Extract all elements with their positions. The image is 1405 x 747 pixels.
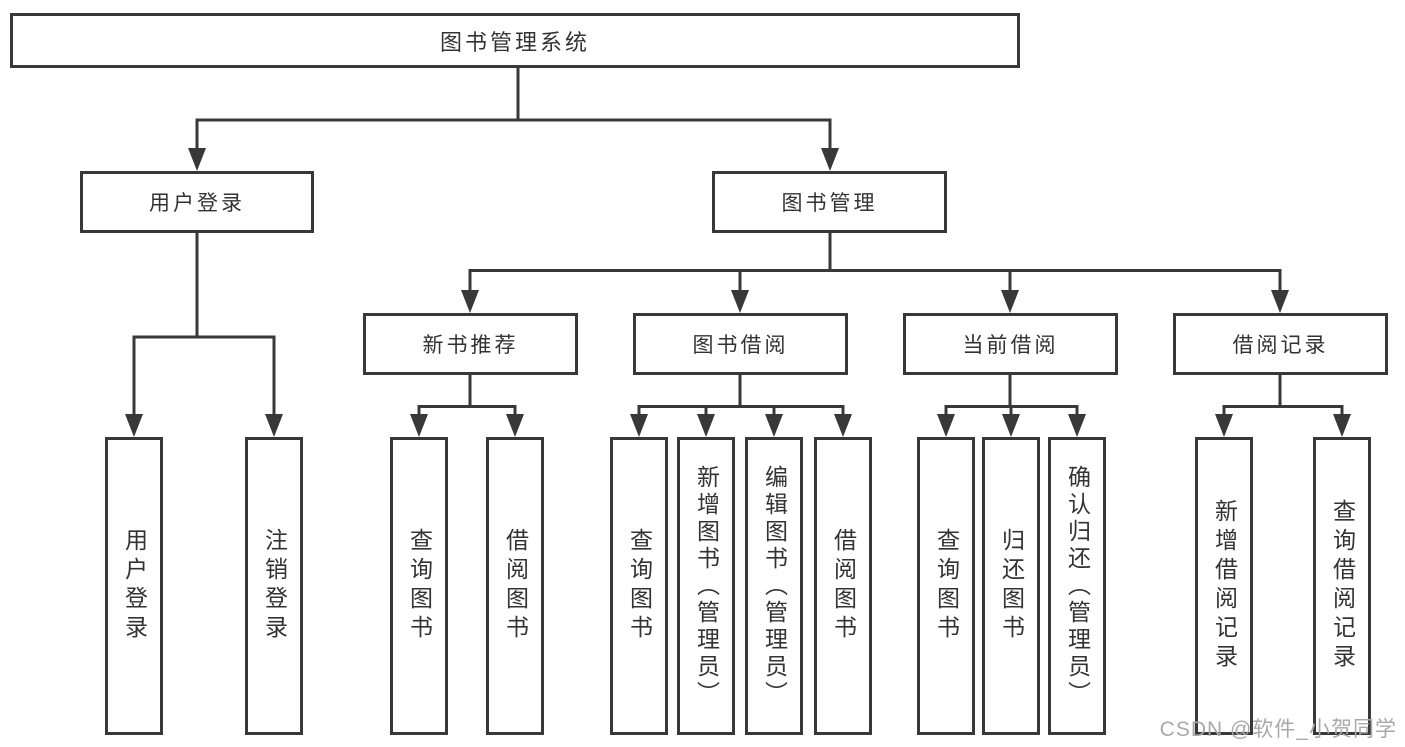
leaf-logout: 注销登录 [245,437,303,735]
arrow-down-icon [937,414,955,437]
arrow-down-icon [1215,414,1233,437]
arrow-down-icon [821,148,839,171]
arrow-down-icon [697,414,715,437]
arrow-down-icon [188,148,206,171]
leaf-newbook-query-books: 查询图书 [390,437,448,735]
arrow-down-icon [506,414,524,437]
node-new-book-recommend: 新书推荐 [363,313,578,375]
arrow-down-icon [125,414,143,437]
leaf-borrow-add-books-admin: 新增图书（管理员） [677,437,735,735]
node-label: 注销登录 [261,528,288,644]
node-root-system: 图书管理系统 [10,13,1020,68]
node-label: 图书借阅 [692,334,789,357]
node-label: 新书推荐 [422,334,519,357]
arrow-down-icon [731,290,749,313]
node-label: 查询借阅记录 [1329,499,1356,673]
node-label: 查询图书 [406,528,433,644]
node-label: 编辑图书（管理员） [761,464,788,708]
leaf-current-return-books: 归还图书 [982,437,1040,735]
node-label: 借阅图书 [502,528,529,644]
node-label: 图书管理 [781,192,878,215]
arrow-down-icon [265,414,283,437]
node-user-login: 用户登录 [80,171,314,233]
leaf-borrow-query-books: 查询图书 [610,437,668,735]
arrow-down-icon [461,290,479,313]
arrow-down-icon [630,414,648,437]
leaf-user-login: 用户登录 [105,437,163,735]
arrow-down-icon [765,414,783,437]
leaf-current-query-books: 查询图书 [917,437,975,735]
arrow-down-icon [1002,414,1020,437]
node-label: 用户登录 [149,192,245,215]
node-label: 用户登录 [121,528,148,644]
node-label: 新增借阅记录 [1211,499,1238,673]
node-label: 新增图书（管理员） [693,464,720,708]
leaf-newbook-borrow-books: 借阅图书 [486,437,544,735]
node-label: 借阅图书 [830,528,857,644]
node-label: 借阅记录 [1232,334,1329,357]
arrow-down-icon [1068,414,1086,437]
node-label: 图书管理系统 [439,29,590,55]
leaf-borrow-edit-books-admin: 编辑图书（管理员） [745,437,803,735]
node-label: 确认归还（管理员） [1064,464,1091,708]
node-label: 归还图书 [998,528,1025,644]
arrow-down-icon [1333,414,1351,437]
csdn-watermark: CSDN @软件_小贺同学 [1159,718,1397,741]
node-label: 查询图书 [626,528,653,644]
leaf-records-add-record: 新增借阅记录 [1195,437,1253,735]
leaf-borrow-borrow-books: 借阅图书 [814,437,872,735]
leaf-records-query-record: 查询借阅记录 [1313,437,1371,735]
connector-current-borrow [944,375,1079,418]
connector-book-borrow [637,375,845,418]
arrow-down-icon [410,414,428,437]
connector-book-mgmt [468,233,1282,292]
node-borrow-records: 借阅记录 [1173,313,1388,375]
node-book-borrow: 图书借阅 [633,313,848,375]
leaf-current-confirm-return-admin: 确认归还（管理员） [1048,437,1106,735]
node-label: 查询图书 [933,528,960,644]
node-current-borrow: 当前借阅 [903,313,1118,375]
connector-borrow-records [1222,375,1344,418]
arrow-down-icon [1271,290,1289,313]
node-label: 当前借阅 [962,334,1059,357]
arrow-down-icon [834,414,852,437]
connector-new-book-rec [417,375,517,418]
connector-user-login [132,233,276,418]
arrow-down-icon [1001,290,1019,313]
connector-root [195,65,832,150]
node-book-management: 图书管理 [712,171,947,233]
